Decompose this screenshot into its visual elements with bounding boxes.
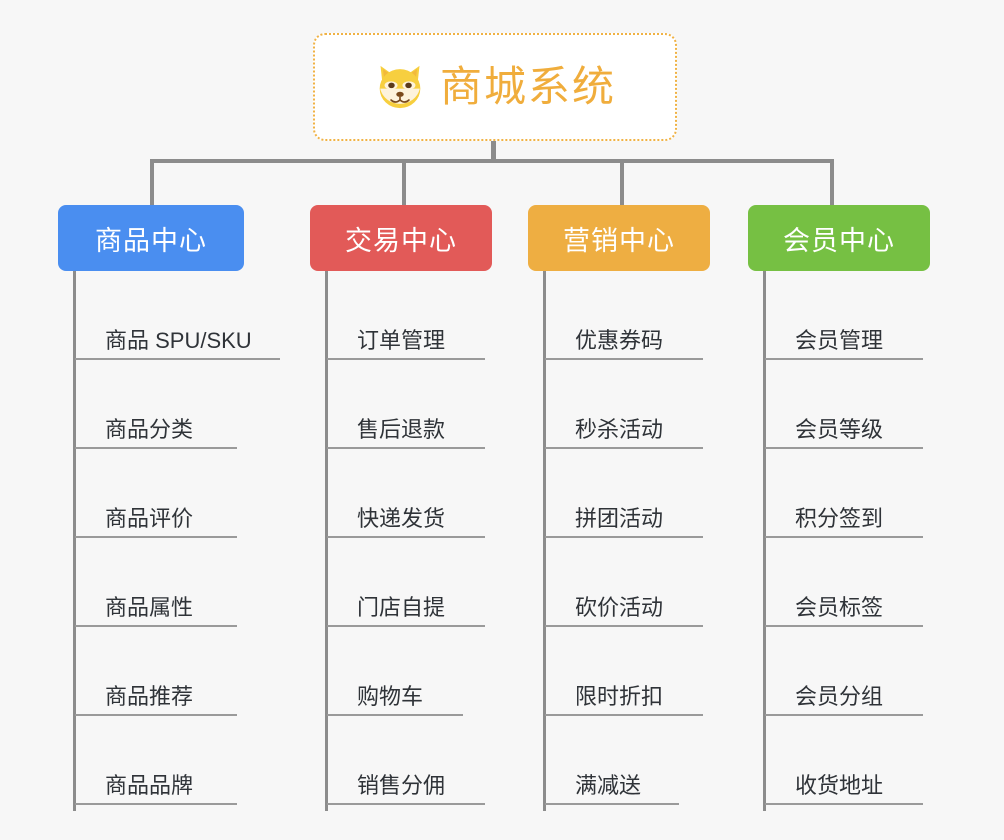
leaf-label: 商品分类 [105, 416, 194, 442]
leaf-item[interactable]: 会员管理 [763, 271, 924, 360]
leaf-item[interactable]: 商品分类 [73, 360, 252, 449]
root-node[interactable]: 商城系统 [313, 33, 677, 141]
leaf-label: 商品评价 [105, 505, 194, 531]
shiba-dog-face-icon [379, 65, 421, 109]
leaf-item[interactable]: 商品评价 [73, 449, 252, 538]
branch-header-member-center[interactable]: 会员中心 [748, 205, 930, 271]
branch-title-product-center: 商品中心 [95, 225, 207, 256]
leaf-label: 售后退款 [357, 416, 446, 442]
branch-spine-marketing-center [543, 271, 546, 811]
leaf-list-trade-center: 订单管理 售后退款 快递发货 门店自提 购物车 销售分佣 [325, 271, 486, 805]
leaf-item[interactable]: 砍价活动 [543, 538, 704, 627]
leaf-label: 优惠券码 [575, 327, 664, 353]
connector-drop-marketing [620, 159, 624, 207]
leaf-item[interactable]: 销售分佣 [325, 716, 486, 805]
leaf-item[interactable]: 秒杀活动 [543, 360, 704, 449]
leaf-label: 满减送 [575, 772, 642, 798]
leaf-label: 秒杀活动 [575, 416, 664, 442]
leaf-label: 商品品牌 [105, 772, 194, 798]
leaf-item[interactable]: 会员等级 [763, 360, 924, 449]
branch-spine-member-center [763, 271, 766, 811]
leaf-item[interactable]: 商品属性 [73, 538, 252, 627]
leaf-label: 商品属性 [105, 594, 194, 620]
leaf-label: 订单管理 [357, 327, 446, 353]
branch-header-trade-center[interactable]: 交易中心 [310, 205, 492, 271]
leaf-item[interactable]: 优惠券码 [543, 271, 704, 360]
leaf-label: 会员等级 [795, 416, 884, 442]
branch-spine-product-center [73, 271, 76, 811]
leaf-item[interactable]: 商品推荐 [73, 627, 252, 716]
leaf-label: 会员管理 [795, 327, 884, 353]
leaf-item[interactable]: 门店自提 [325, 538, 486, 627]
leaf-label: 拼团活动 [575, 505, 664, 531]
branch-spine-trade-center [325, 271, 328, 811]
leaf-label: 商品 SPU/SKU [105, 327, 252, 353]
leaf-item[interactable]: 满减送 [543, 716, 680, 805]
leaf-list-member-center: 会员管理 会员等级 积分签到 会员标签 会员分组 收货地址 [763, 271, 924, 805]
leaf-item[interactable]: 售后退款 [325, 360, 486, 449]
leaf-item[interactable]: 积分签到 [763, 449, 924, 538]
root-title: 商城系统 [439, 63, 616, 110]
leaf-label: 商品推荐 [105, 683, 194, 709]
leaf-item[interactable]: 会员标签 [763, 538, 924, 627]
leaf-list-product-center: 商品 SPU/SKU 商品分类 商品评价 商品属性 商品推荐 商品品牌 [73, 271, 280, 805]
leaf-item[interactable]: 商品品牌 [73, 716, 252, 805]
leaf-label: 销售分佣 [357, 772, 446, 798]
connector-trunk [491, 141, 496, 163]
connector-bar [150, 159, 834, 163]
leaf-item[interactable]: 限时折扣 [543, 627, 704, 716]
branch-title-trade-center: 交易中心 [345, 225, 457, 256]
branch-title-member-center: 会员中心 [783, 225, 895, 256]
leaf-item[interactable]: 订单管理 [325, 271, 486, 360]
leaf-label: 积分签到 [795, 505, 884, 531]
branch-title-marketing-center: 营销中心 [563, 225, 675, 256]
leaf-label: 快递发货 [357, 505, 446, 531]
leaf-item[interactable]: 商品 SPU/SKU [73, 271, 280, 360]
leaf-item[interactable]: 快递发货 [325, 449, 486, 538]
leaf-item[interactable]: 会员分组 [763, 627, 924, 716]
leaf-label: 限时折扣 [575, 683, 664, 709]
leaf-label: 收货地址 [795, 772, 884, 798]
connector-drop-member [830, 159, 834, 207]
leaf-item[interactable]: 拼团活动 [543, 449, 704, 538]
connector-drop-trade [402, 159, 406, 207]
leaf-label: 门店自提 [357, 594, 446, 620]
leaf-item[interactable]: 购物车 [325, 627, 464, 716]
leaf-label: 砍价活动 [575, 594, 664, 620]
branch-header-product-center[interactable]: 商品中心 [58, 205, 244, 271]
leaf-label: 会员标签 [795, 594, 884, 620]
leaf-label: 购物车 [357, 683, 424, 709]
branch-header-marketing-center[interactable]: 营销中心 [528, 205, 710, 271]
leaf-label: 会员分组 [795, 683, 884, 709]
connector-drop-product [150, 159, 154, 207]
leaf-list-marketing-center: 优惠券码 秒杀活动 拼团活动 砍价活动 限时折扣 满减送 [543, 271, 704, 805]
leaf-item[interactable]: 收货地址 [763, 716, 924, 805]
